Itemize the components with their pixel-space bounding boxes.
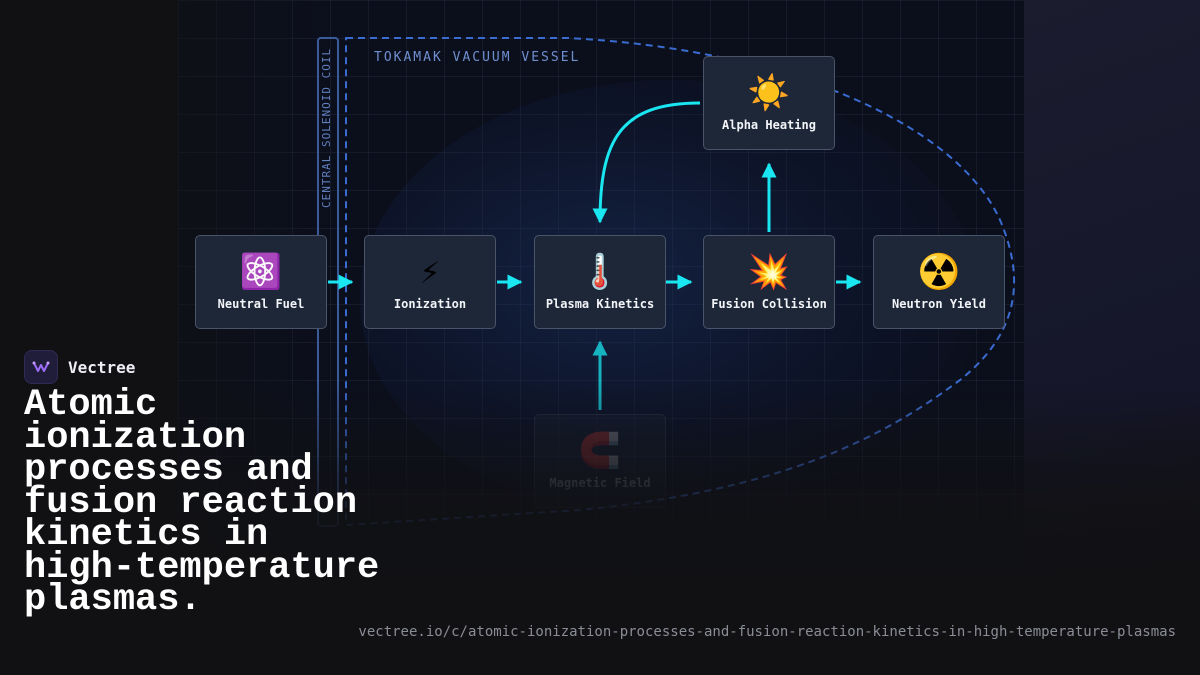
brand-name: Vectree — [68, 357, 136, 377]
node-alpha-heating: ☀️ Alpha Heating — [703, 56, 835, 150]
node-label: Fusion Collision — [711, 297, 827, 311]
page-title: Atomic ionization processes and fusion r… — [24, 384, 380, 621]
magnet-icon: 🧲 — [578, 431, 622, 471]
node-label: Alpha Heating — [722, 118, 816, 132]
node-label: Plasma Kinetics — [545, 297, 655, 311]
lightning-icon: ⚡ — [419, 252, 441, 292]
node-ionization: ⚡ Ionization — [364, 235, 496, 329]
edge-alpha-heating-plasma-kinetics — [592, 101, 701, 224]
atom-icon: ⚛️ — [239, 252, 283, 292]
node-neutron-yield: ☢️ Neutron Yield — [873, 235, 1005, 329]
node-label: Neutron Yield — [892, 297, 986, 311]
node-magnetic-field: 🧲 Magnetic Field — [534, 414, 666, 508]
node-label: Magnetic Field — [549, 476, 651, 490]
vessel-label: TOKAMAK VACUUM VESSEL — [374, 50, 581, 65]
sun-icon: ☀️ — [747, 73, 791, 113]
vectree-logo-icon — [24, 350, 58, 384]
node-label: Ionization — [393, 297, 467, 311]
radioactive-icon: ☢️ — [917, 252, 961, 292]
collision-icon: 💥 — [747, 252, 791, 292]
thermometer-icon: 🌡️ — [578, 252, 622, 292]
brand: Vectree — [24, 350, 135, 384]
node-plasma-kinetics: 🌡️ Plasma Kinetics — [534, 235, 666, 329]
node-fusion-collision: 💥 Fusion Collision — [703, 235, 835, 329]
node-neutral-fuel: ⚛️ Neutral Fuel — [195, 235, 327, 329]
page-url: vectree.io/c/atomic-ionization-processes… — [358, 624, 1176, 640]
node-label: Neutral Fuel — [217, 297, 305, 311]
